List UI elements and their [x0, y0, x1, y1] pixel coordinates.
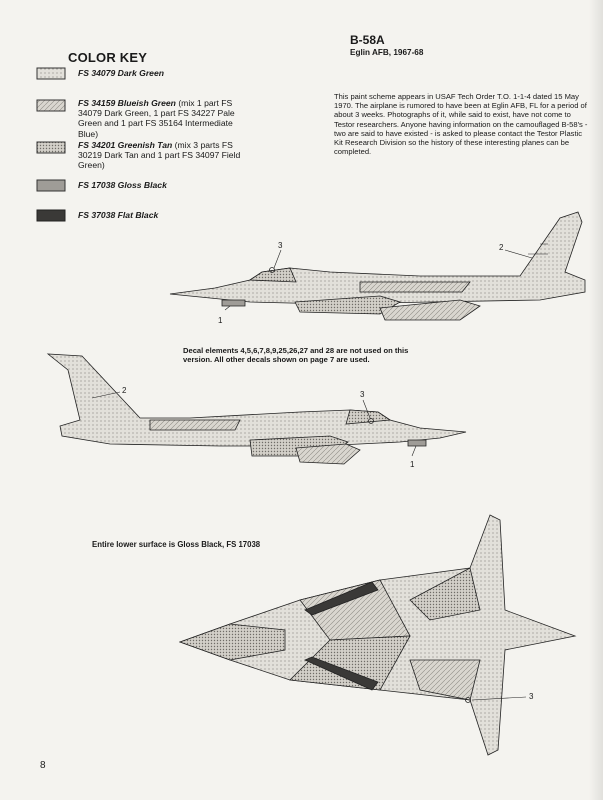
aircraft-subtitle: Eglin AFB, 1967-68: [350, 48, 424, 57]
swatch-fill-1: [36, 67, 66, 80]
callout-top-3: 3: [278, 241, 283, 250]
color-key-item-2-code: FS 34159 Blueish Green: [78, 98, 176, 108]
color-key-item-4-code: FS 17038 Gloss Black: [78, 180, 167, 190]
color-key-item-4: FS 17038 Gloss Black: [78, 180, 167, 190]
page-edge-shadow: [589, 0, 603, 800]
callout-top-2: 2: [499, 243, 504, 252]
side-profile-right: [169, 211, 586, 321]
swatch-fill-3: [36, 141, 66, 154]
side-profile-left: [46, 353, 467, 465]
callout-bottom-1: 1: [410, 460, 415, 469]
color-key-item-5-code: FS 37038 Flat Black: [78, 210, 159, 220]
color-key-title: COLOR KEY: [68, 50, 148, 65]
color-key-item-3-detail: (mix 3 parts FS 30219 Dark Tan and 1 par…: [78, 140, 241, 171]
page-number: 8: [40, 760, 46, 771]
callout-leaders: [91, 249, 533, 701]
color-key-item-3-code: FS 34201 Greenish Tan: [78, 140, 173, 150]
swatch-fill-5: [36, 209, 66, 222]
swatch-fill-4: [36, 179, 66, 192]
color-key-item-3: FS 34201 Greenish Tan (mix 3 parts FS 30…: [78, 140, 248, 171]
swatch-fill-2: [36, 99, 66, 112]
aircraft-name: B-58A: [350, 33, 385, 47]
lower-surface-note: Entire lower surface is Gloss Black, FS …: [92, 540, 261, 549]
callout-bottom-3: 3: [360, 390, 365, 399]
color-key-item-1-code: FS 34079 Dark Green: [78, 68, 164, 78]
planform-view: [178, 514, 577, 756]
callout-bottom-2: 2: [122, 386, 127, 395]
color-key-item-5: FS 37038 Flat Black: [78, 210, 158, 220]
callout-planform-3: 3: [529, 692, 534, 701]
color-key-item-2-detail: (mix 1 part FS 34079 Dark Green, 1 part …: [78, 98, 235, 139]
intro-paragraph: This paint scheme appears in USAF Tech O…: [334, 92, 588, 157]
decal-note: Decal elements 4,5,6,7,8,9,25,26,27 and …: [183, 346, 409, 365]
callout-top-1: 1: [218, 316, 223, 325]
color-key-item-1: FS 34079 Dark Green: [78, 68, 164, 78]
color-key-item-2: FS 34159 Blueish Green (mix 1 part FS 34…: [78, 98, 248, 139]
